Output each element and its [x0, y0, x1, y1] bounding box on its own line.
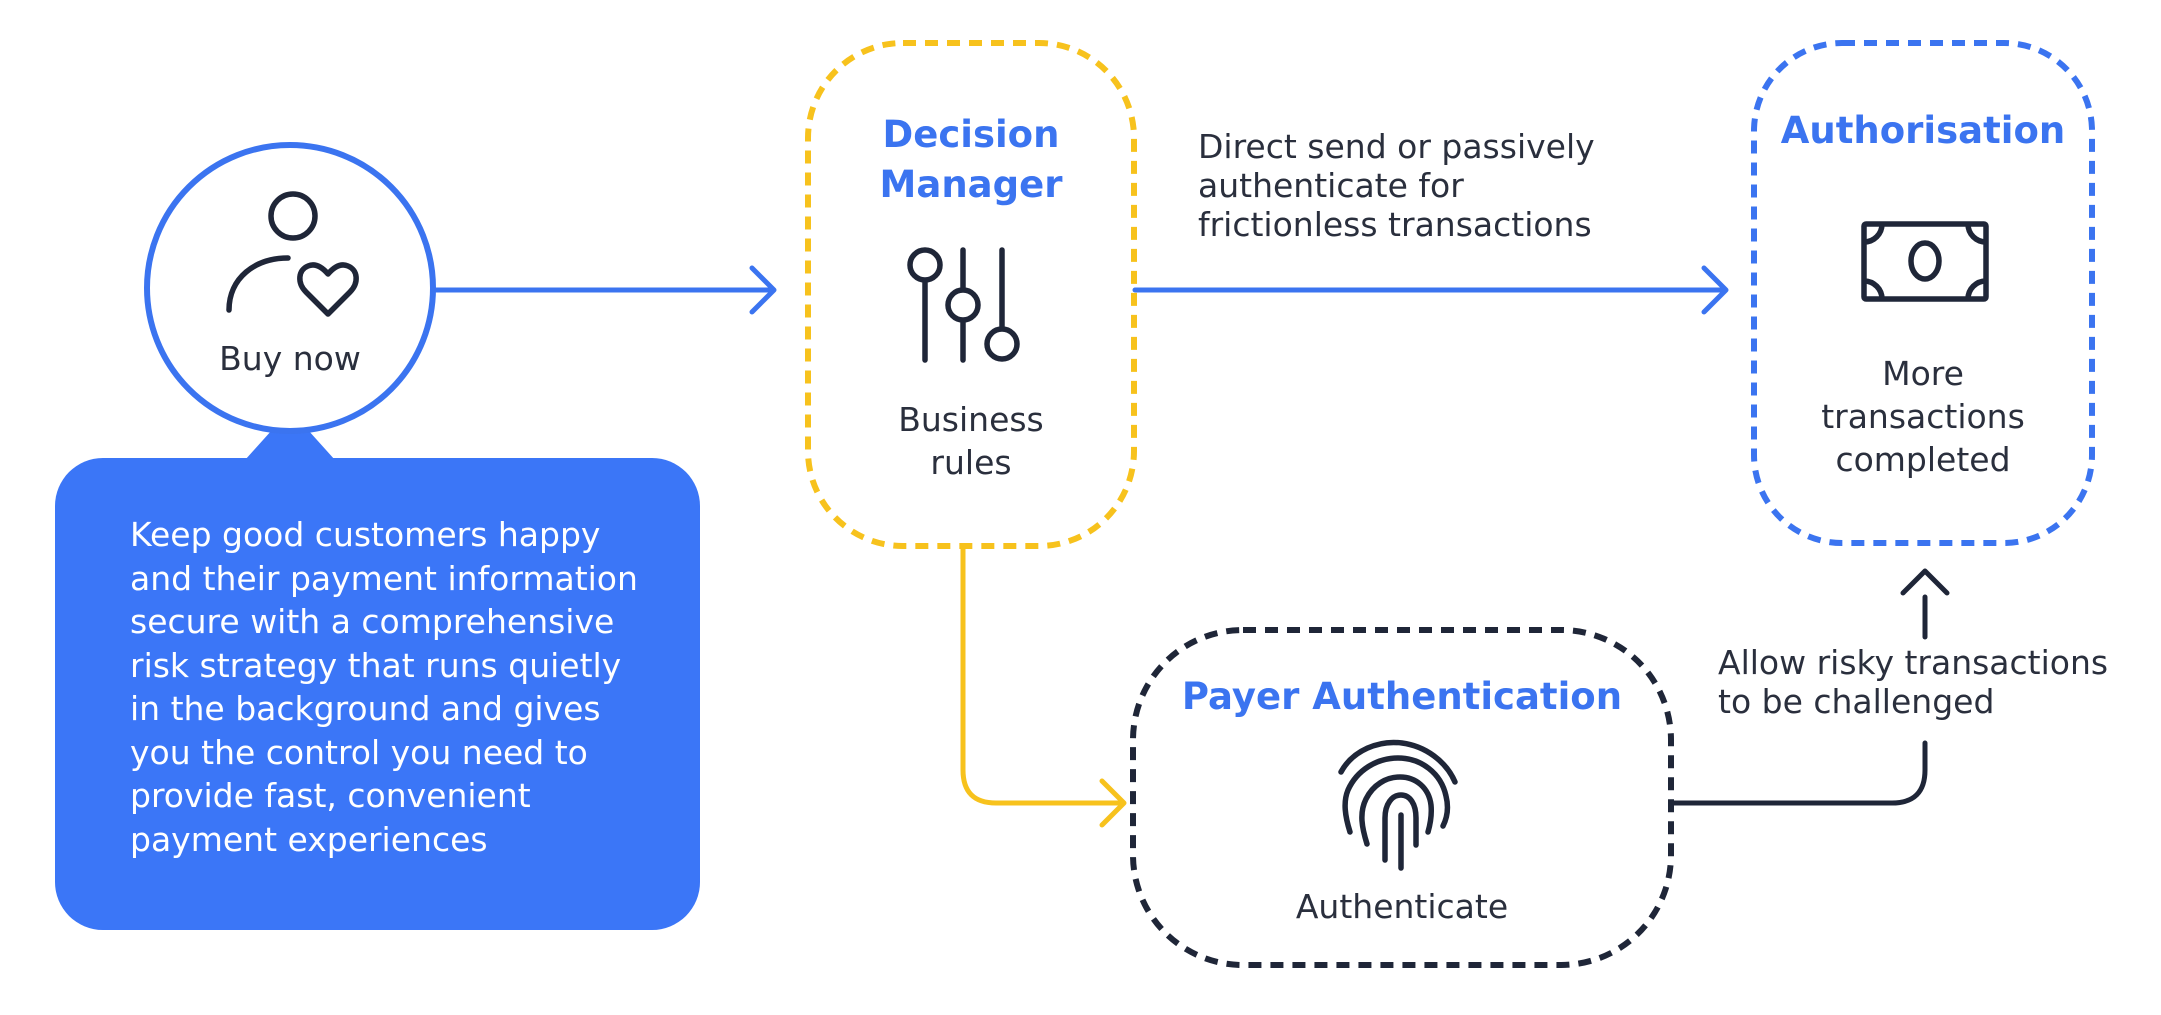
sliders-icon [907, 247, 1020, 363]
decision-manager-title: Decision Manager [818, 110, 1124, 210]
buy-now-label: Buy now [219, 339, 361, 378]
callout-line: you the control you need to [130, 732, 588, 772]
arrow-buy-to-decision [431, 265, 777, 315]
authorisation-box [1751, 40, 2095, 546]
callout-line: secure with a comprehensive [130, 602, 615, 641]
fingerprint-icon [1338, 739, 1458, 871]
authorisation-caption-line: transactions [1821, 397, 2025, 436]
arrow-payer-to-authorisation [1670, 568, 1950, 806]
payer-authentication-box [1130, 627, 1674, 968]
direct-send-line: authenticate for [1198, 166, 1464, 205]
callout-line: risk strategy that runs quietly [130, 645, 622, 685]
decision-manager-box [805, 40, 1137, 549]
payer-authentication-title: Payer Authentication [1181, 675, 1623, 718]
decision-manager-title-line: Decision [882, 113, 1060, 156]
authorisation-title: Authorisation [1780, 109, 2066, 152]
arrow-decision-to-authorisation [1132, 265, 1729, 315]
callout-line: in the background and gives [130, 689, 601, 728]
callout-line: provide fast, convenient [130, 776, 531, 815]
callout-box [55, 410, 700, 930]
direct-send-line: Direct send or passively [1198, 127, 1595, 166]
callout-line: and their payment information [130, 558, 638, 598]
person-heart-icon [226, 191, 359, 317]
buy-now-circle [144, 142, 436, 434]
callout-text: Keep good customers happy and their paym… [130, 513, 690, 861]
authorisation-caption: More transactions completed [1760, 352, 2086, 481]
risky-line: Allow risky transactions [1718, 643, 2109, 682]
banknote-icon [1861, 221, 1989, 302]
risky-line: to be challenged [1718, 682, 1995, 721]
authenticate-caption: Authenticate [1295, 887, 1509, 926]
authorisation-caption-line: More [1882, 354, 1964, 393]
business-rules-caption: Business rules [818, 398, 1124, 484]
authorisation-caption-line: completed [1835, 440, 2011, 479]
callout-line: Keep good customers happy [130, 515, 601, 554]
business-rules-line: rules [930, 443, 1012, 482]
decision-manager-title-line: Manager [879, 163, 1063, 206]
risky-transactions-label: Allow risky transactions to be challenge… [1718, 643, 2108, 721]
arrow-decision-to-payer [960, 545, 1127, 828]
callout-line: payment experiences [130, 819, 488, 859]
business-rules-line: Business [898, 400, 1044, 439]
direct-send-line: frictionless transactions [1198, 205, 1592, 244]
direct-send-label: Direct send or passively authenticate fo… [1198, 127, 1595, 244]
